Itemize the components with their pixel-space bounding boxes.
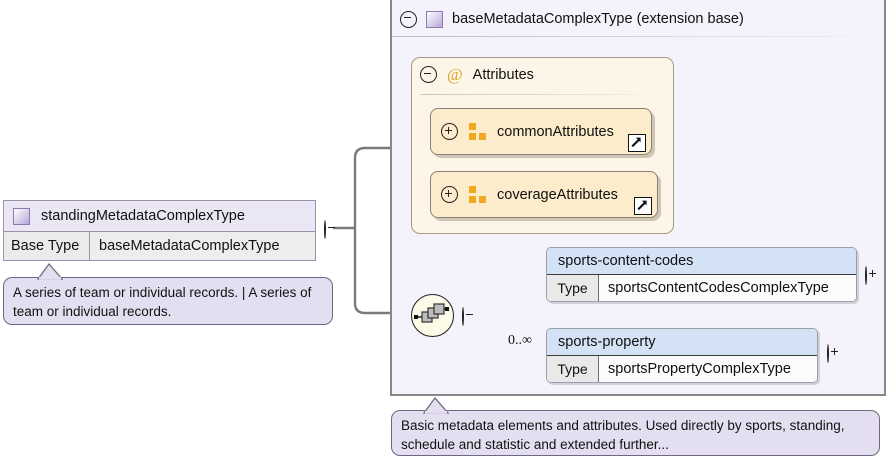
attributes-collapse-minus-icon[interactable] bbox=[420, 66, 437, 83]
at-sign-icon: @ bbox=[447, 65, 463, 84]
panel-collapse-minus-icon[interactable] bbox=[400, 10, 417, 28]
sequence-compositor-icon[interactable] bbox=[411, 294, 454, 337]
element-type-value: sportsContentCodesComplexType bbox=[608, 280, 829, 296]
element-type-value: sportsPropertyComplexType bbox=[608, 361, 791, 377]
attributes-group-header: @ Attributes bbox=[420, 66, 534, 83]
panel-header: baseMetadataComplexType (extension base) bbox=[392, 2, 884, 36]
sequence-collapse-minus-icon[interactable] bbox=[462, 307, 464, 326]
standing-metadata-title: standingMetadataComplexType bbox=[41, 208, 245, 224]
element-type-row: Type sportsContentCodesComplexType bbox=[547, 275, 856, 301]
attribute-group-icon bbox=[469, 186, 486, 203]
base-type-documentation: Basic metadata elements and attributes. … bbox=[391, 410, 880, 456]
coverageattributes-label: coverageAttributes bbox=[497, 186, 618, 203]
sports-property-expand-plus-icon[interactable] bbox=[827, 344, 829, 363]
complextype-square-icon bbox=[426, 10, 443, 28]
element-name: sports-property bbox=[547, 329, 817, 356]
panel-header-divider bbox=[392, 36, 884, 37]
base-type-value: baseMetadataComplexType bbox=[90, 232, 315, 260]
element-type-row: Type sportsPropertyComplexType bbox=[547, 356, 817, 382]
element-name: sports-content-codes bbox=[547, 248, 856, 275]
sports-property-occurrence-label: 0..∞ bbox=[508, 333, 532, 348]
sports-content-codes-expand-plus-icon[interactable] bbox=[865, 266, 867, 285]
attributes-group-title: Attributes bbox=[472, 66, 534, 83]
element-sports-property[interactable]: sports-property Type sportsPropertyCompl… bbox=[546, 328, 818, 383]
standing-metadata-documentation: A series of team or individual records. … bbox=[3, 277, 333, 325]
complextype-square-icon bbox=[13, 207, 30, 225]
base-type-row: Base Type baseMetadataComplexType bbox=[4, 232, 315, 260]
coverageattributes-expand-plus-icon[interactable] bbox=[441, 186, 458, 203]
attribute-group-commonattributes[interactable]: commonAttributes bbox=[430, 108, 652, 155]
element-type-label: Type bbox=[547, 356, 599, 382]
element-sports-content-codes[interactable]: sports-content-codes Type sportsContentC… bbox=[546, 247, 857, 302]
standing-metadata-collapse-minus-icon[interactable] bbox=[324, 220, 326, 239]
attribute-group-icon bbox=[469, 123, 486, 140]
attributes-group-divider bbox=[420, 94, 658, 95]
base-type-label: Base Type bbox=[4, 232, 90, 260]
panel-title: baseMetadataComplexType (extension base) bbox=[452, 11, 744, 27]
standing-metadata-complextype-box[interactable]: standingMetadataComplexType Base Type ba… bbox=[3, 200, 316, 261]
coverageattributes-external-link-arrow-icon[interactable] bbox=[634, 197, 652, 215]
attribute-group-coverageattributes[interactable]: coverageAttributes bbox=[430, 171, 658, 218]
commonattributes-external-link-arrow-icon[interactable] bbox=[628, 134, 646, 152]
standing-metadata-header: standingMetadataComplexType bbox=[4, 201, 315, 232]
commonattributes-expand-plus-icon[interactable] bbox=[441, 123, 458, 140]
element-type-label: Type bbox=[547, 275, 599, 301]
commonattributes-label: commonAttributes bbox=[497, 123, 614, 140]
